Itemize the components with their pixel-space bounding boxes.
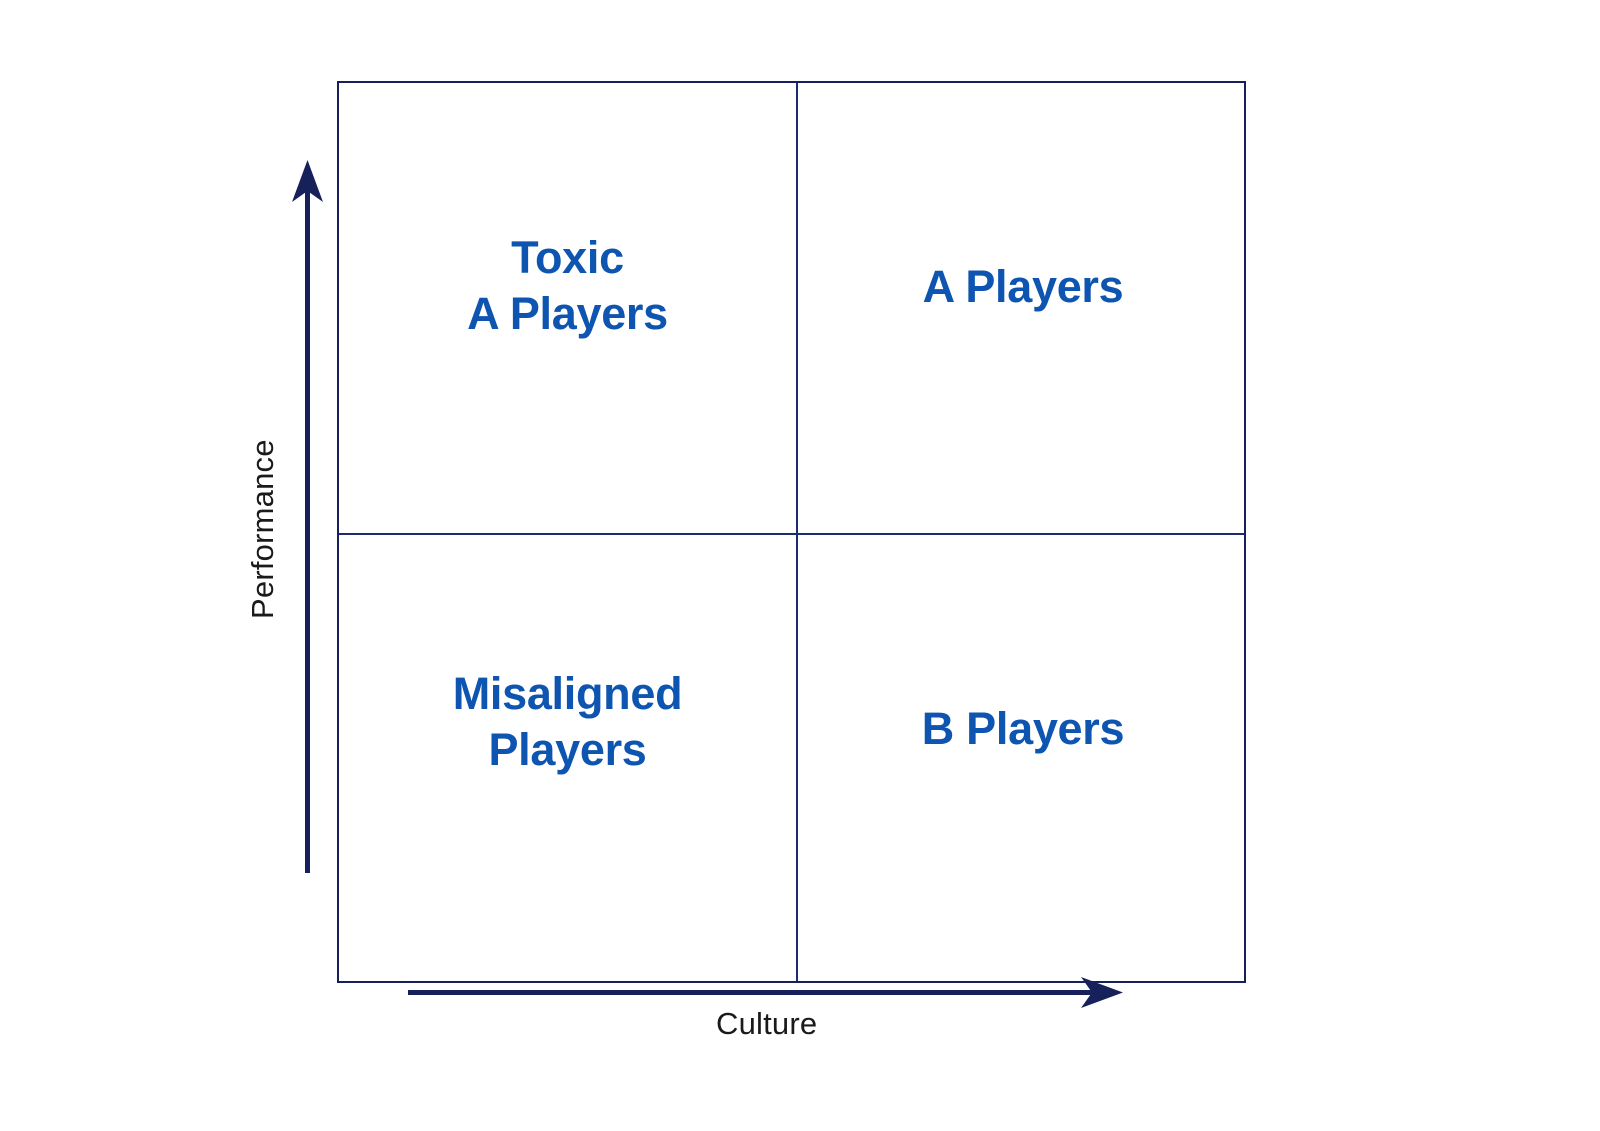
vertical-divider bbox=[796, 83, 798, 981]
quadrant-top-left[interactable]: Toxic A Players bbox=[339, 83, 796, 533]
quadrant-label-a-players: A Players bbox=[922, 261, 1124, 312]
x-axis bbox=[398, 975, 1123, 1015]
quadrant-top-right[interactable]: A Players bbox=[798, 83, 1248, 533]
y-axis bbox=[288, 160, 328, 885]
horizontal-divider bbox=[339, 533, 1244, 535]
quadrant-label-b-players: B Players bbox=[921, 703, 1125, 754]
quadrant-label-misaligned-players: Misaligned Players bbox=[452, 668, 683, 776]
y-axis-label: Performance bbox=[245, 439, 280, 619]
quadrant-matrix: Toxic A Players A Players Misaligned Pla… bbox=[337, 81, 1246, 983]
quadrant-bottom-right[interactable]: B Players bbox=[798, 535, 1248, 985]
quadrant-label-toxic-a-players: Toxic A Players bbox=[467, 232, 668, 340]
x-axis-label: Culture bbox=[716, 1006, 818, 1041]
arrow-up-icon bbox=[292, 160, 323, 873]
quadrant-bottom-left[interactable]: Misaligned Players bbox=[339, 535, 796, 985]
arrow-right-icon bbox=[408, 977, 1123, 1008]
